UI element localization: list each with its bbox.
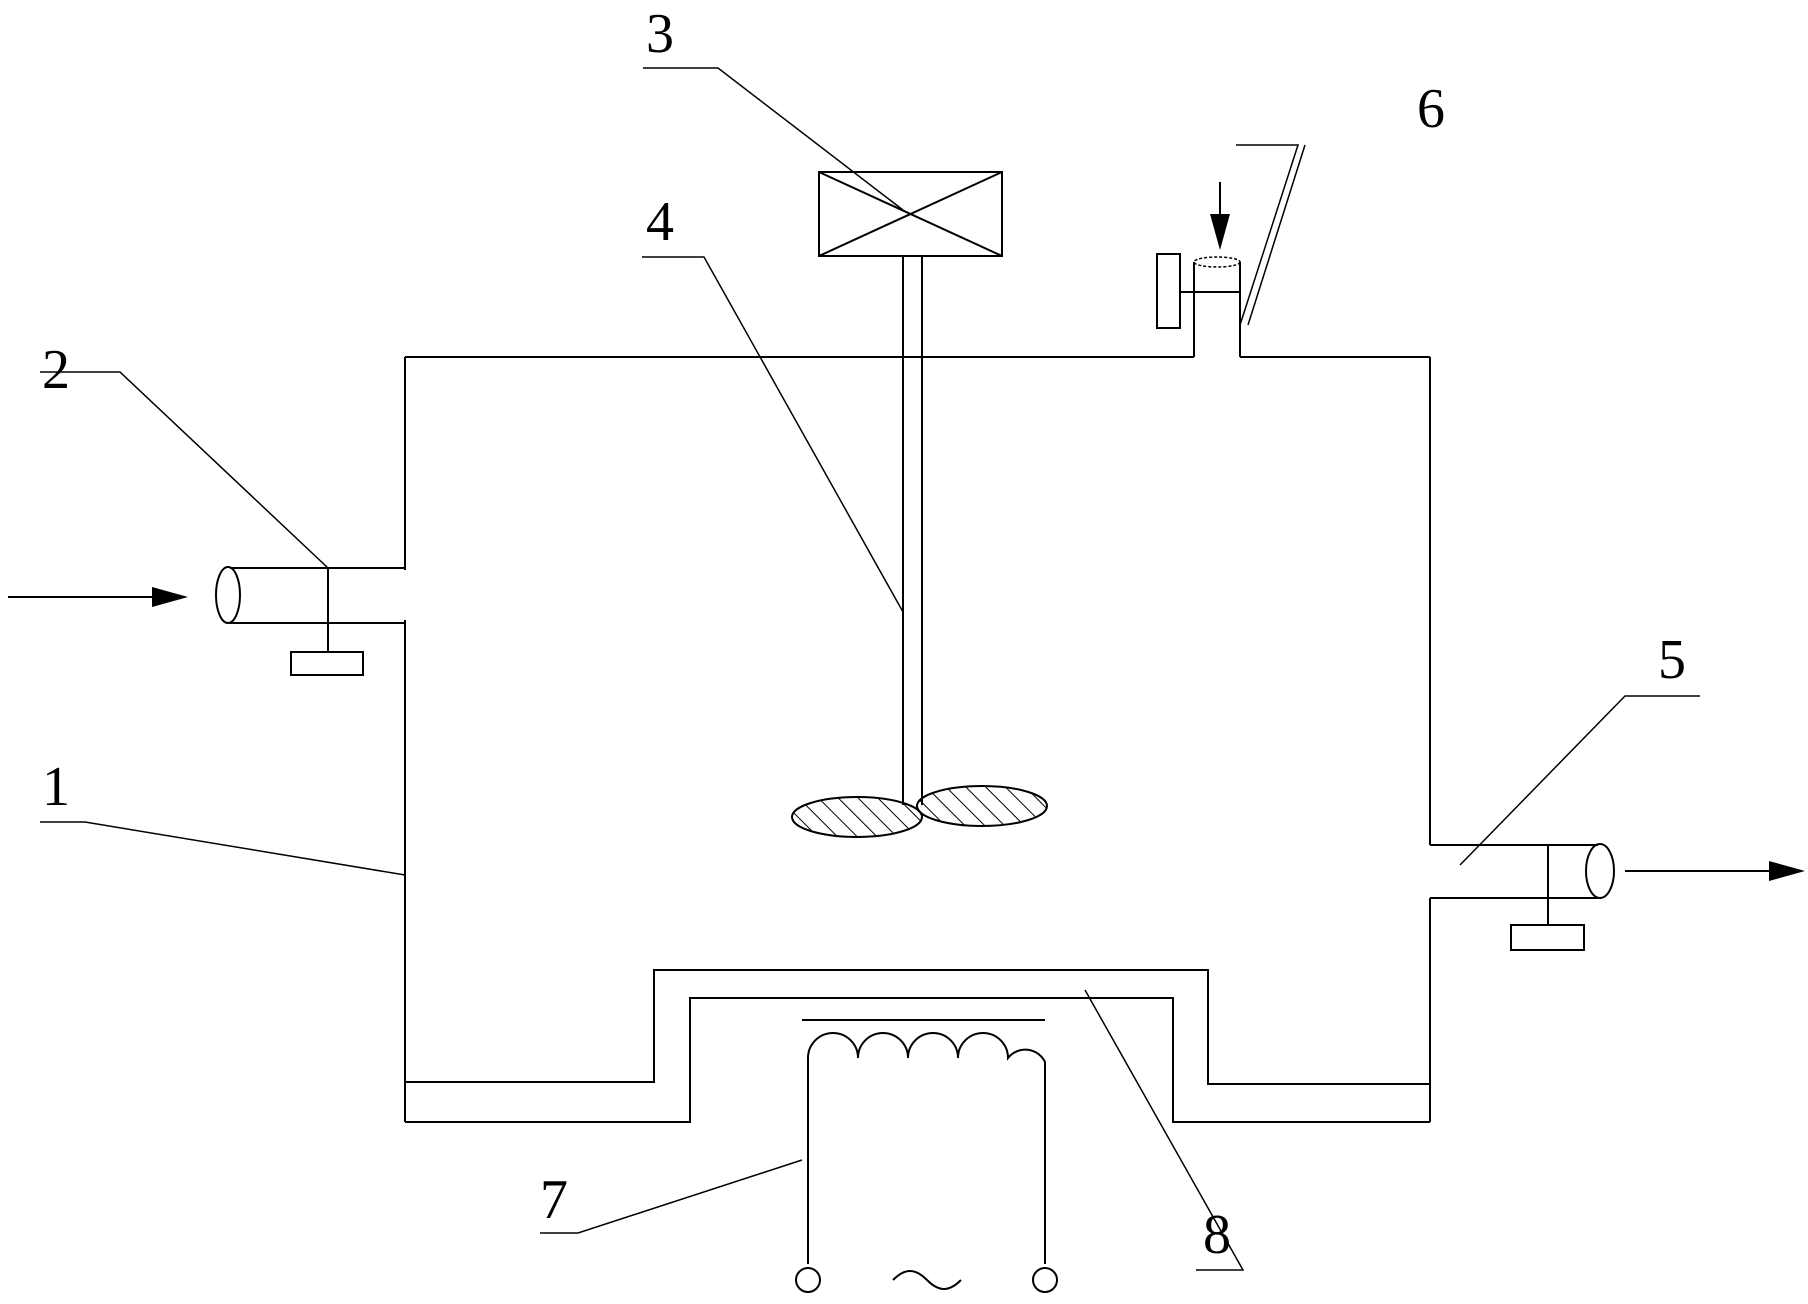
label-6: 6	[1417, 78, 1445, 140]
label-4: 4	[646, 191, 674, 253]
inlet-valve	[290, 568, 364, 676]
heating-coil	[795, 1019, 1058, 1293]
terminal-right-icon	[1032, 1267, 1058, 1293]
inlet-flow-arrow	[8, 587, 188, 607]
label-3: 3	[646, 3, 674, 65]
stirring-shaft	[902, 256, 923, 805]
impeller-blades	[791, 785, 1048, 838]
terminal-left-icon	[795, 1267, 821, 1293]
outlet-valve	[1510, 845, 1585, 951]
ac-symbol-icon	[892, 1270, 962, 1290]
inlet-pipe	[215, 566, 405, 624]
outlet-flow-arrow	[1625, 861, 1805, 881]
feed-flow-arrow	[1210, 182, 1230, 250]
feed-port	[1193, 256, 1241, 357]
outlet-pipe	[1430, 843, 1615, 899]
label-8: 8	[1203, 1204, 1231, 1266]
label-2: 2	[42, 339, 70, 401]
tank-body	[404, 356, 1431, 1123]
label-5: 5	[1658, 629, 1686, 691]
leader-lines	[40, 67, 1700, 1271]
label-7: 7	[540, 1169, 568, 1231]
motor	[818, 171, 1003, 257]
feed-valve	[1156, 253, 1194, 329]
label-1: 1	[42, 756, 70, 818]
